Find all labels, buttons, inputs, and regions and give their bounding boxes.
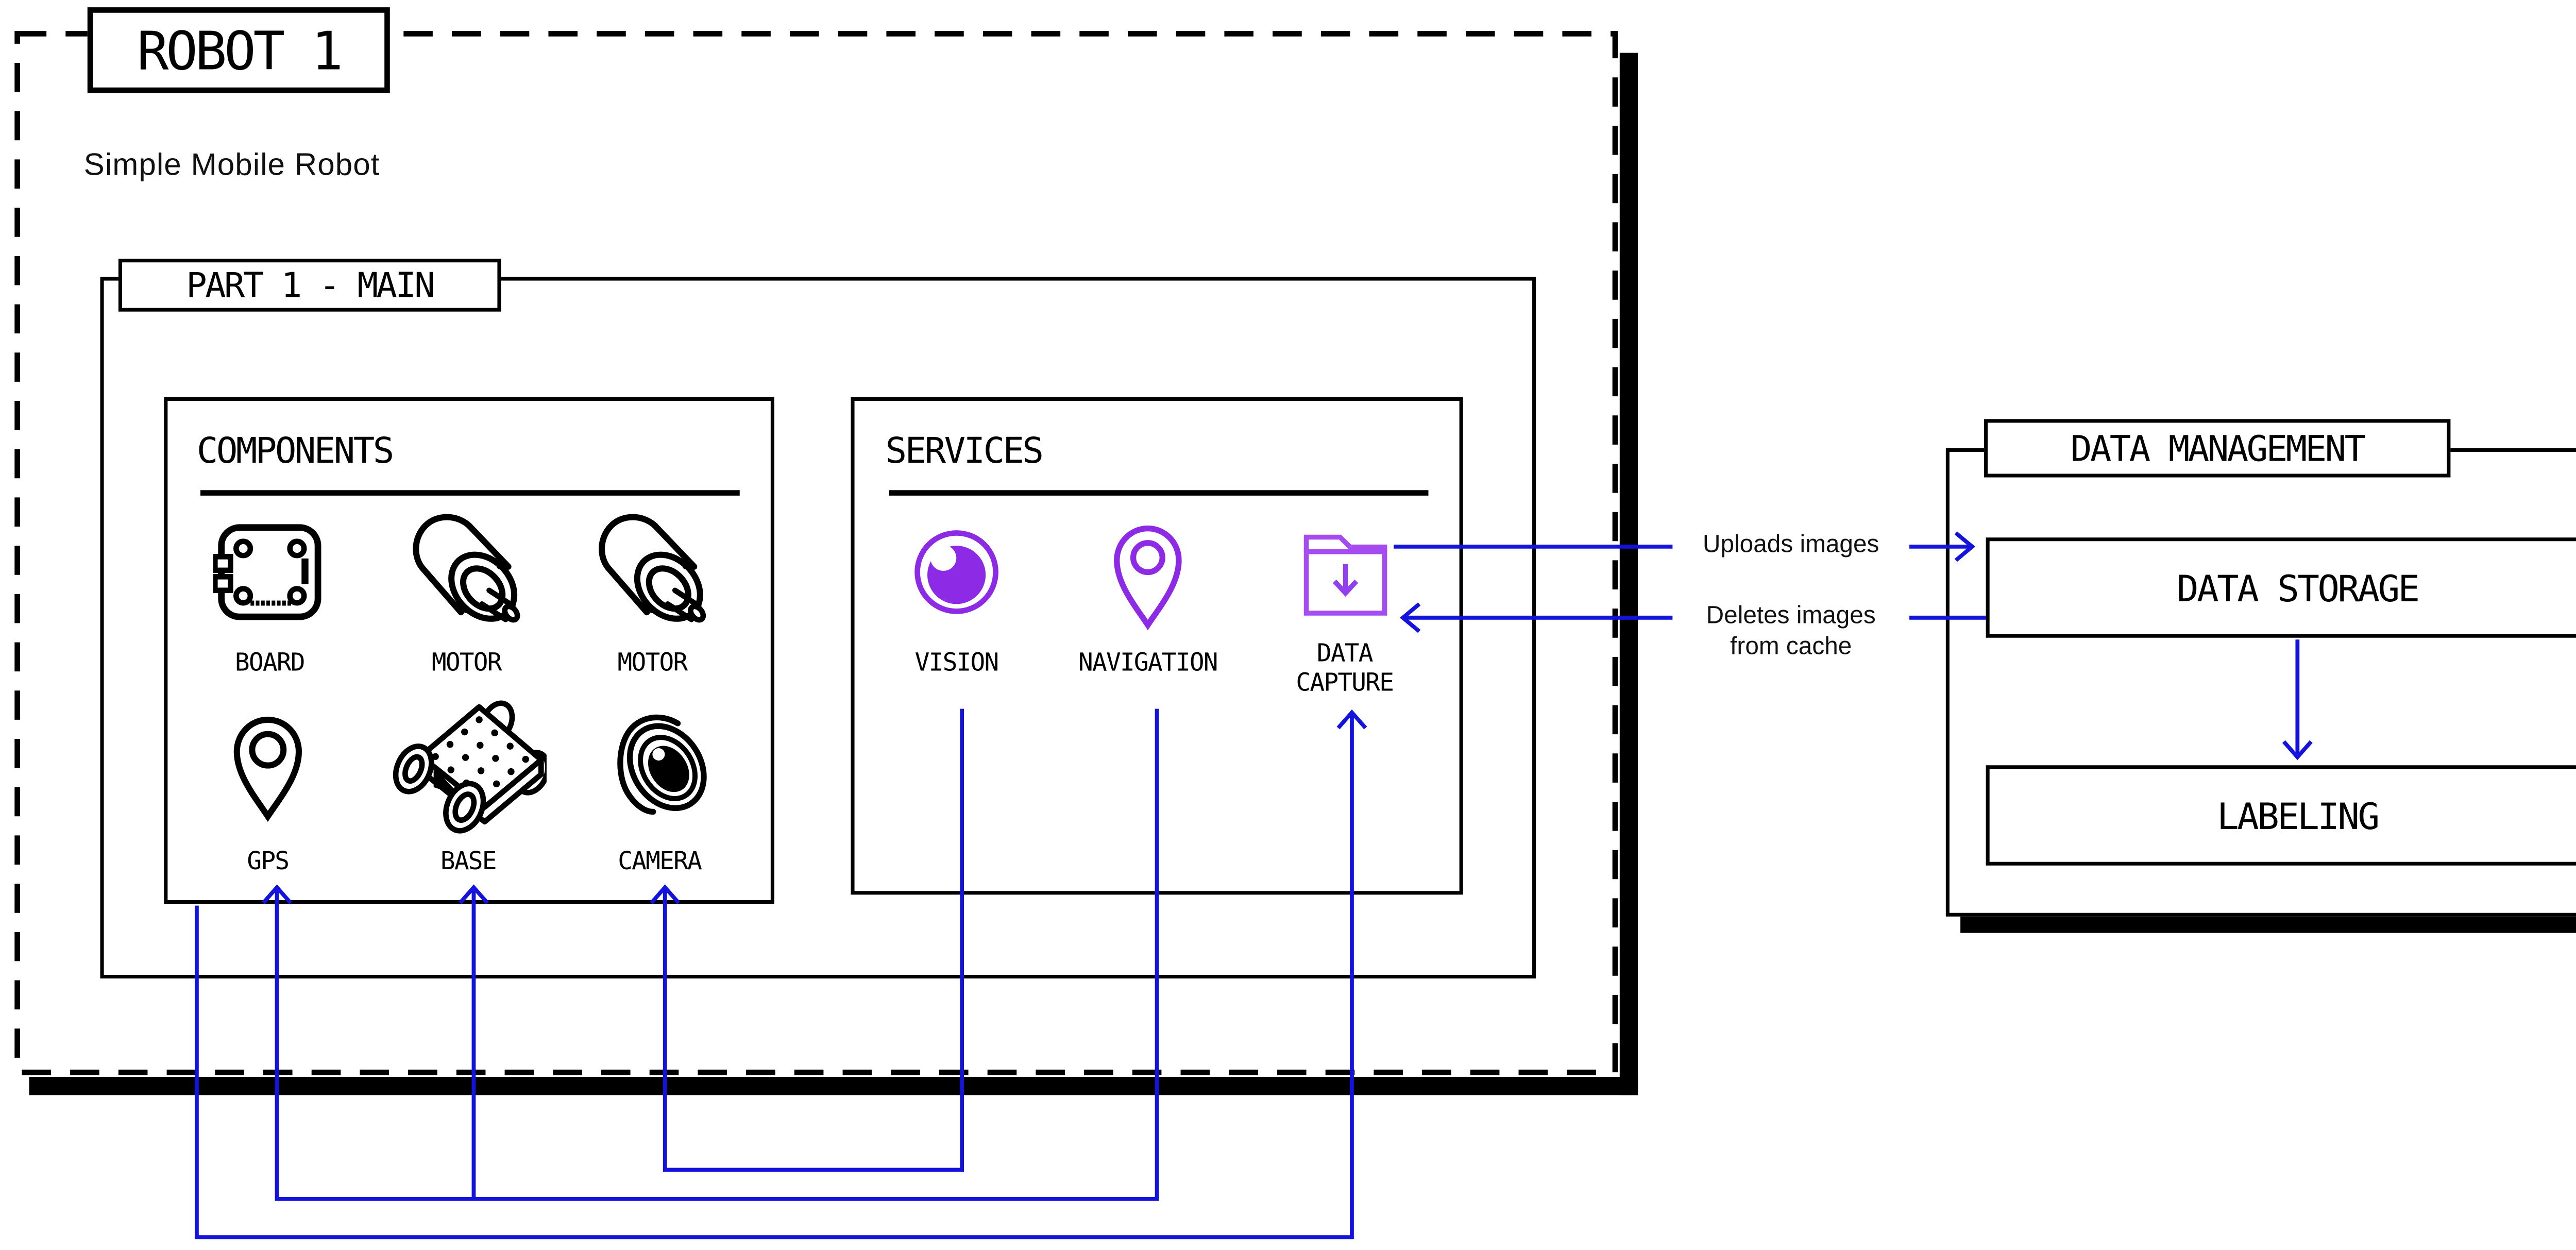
data-storage-box: DATA STORAGE [1986, 537, 2576, 638]
data-management-title: DATA MANAGEMENT [2070, 427, 2366, 469]
data-management-title-box: DATA MANAGEMENT [1984, 419, 2451, 478]
components-section-title: COMPONENTS [196, 430, 394, 472]
robot-title-box: ROBOT 1 [87, 7, 390, 93]
part1-title-box: PART 1 - MAIN [118, 259, 501, 312]
labeling-label: LABELING [2217, 793, 2380, 837]
labeling-box: LABELING [1986, 765, 2576, 866]
rover-base-icon [393, 700, 547, 834]
motor-icon [599, 514, 706, 623]
data-storage-label: DATA STORAGE [2177, 566, 2420, 610]
deletes-images-text-line2: from cache [1730, 631, 1852, 659]
navigation-label: NAVIGATION [1078, 648, 1218, 678]
camera-lens-icon [617, 714, 707, 815]
part1-title: PART 1 - MAIN [186, 265, 435, 306]
navigation-location-pin-icon [1114, 525, 1182, 631]
robot-shadow-right [1619, 53, 1638, 1095]
gps-location-pin-icon [233, 716, 302, 822]
uploads-images-label: Uploads images [1672, 530, 1910, 561]
motor-label: MOTOR [431, 648, 502, 678]
deletes-images-text-line1: Deletes images [1706, 601, 1876, 629]
robot-shadow-bottom [29, 1076, 1638, 1095]
robot-title: ROBOT 1 [137, 19, 343, 81]
uploads-images-text: Uploads images [1703, 530, 1879, 558]
vision-label: VISION [914, 648, 999, 678]
circuit-board-icon [213, 524, 321, 620]
deletes-images-label: Deletes images from cache [1672, 601, 1910, 662]
data-capture-label: DATA CAPTURE [1296, 639, 1394, 698]
data-capture-folder-icon [1303, 534, 1387, 616]
data-management-shadow-bottom [1960, 916, 2576, 933]
camera-label: CAMERA [618, 847, 702, 876]
board-label: BOARD [234, 648, 306, 678]
robot-subtitle: Simple Mobile Robot [83, 147, 380, 182]
services-section-title: SERVICES [885, 430, 1044, 472]
services-title-underline [889, 490, 1429, 496]
vision-eye-icon [914, 530, 998, 614]
motor-icon [413, 514, 520, 623]
motor-label: MOTOR [617, 648, 688, 678]
base-label: BASE [440, 847, 497, 876]
components-title-underline [200, 490, 740, 496]
gps-label: GPS [247, 847, 290, 876]
